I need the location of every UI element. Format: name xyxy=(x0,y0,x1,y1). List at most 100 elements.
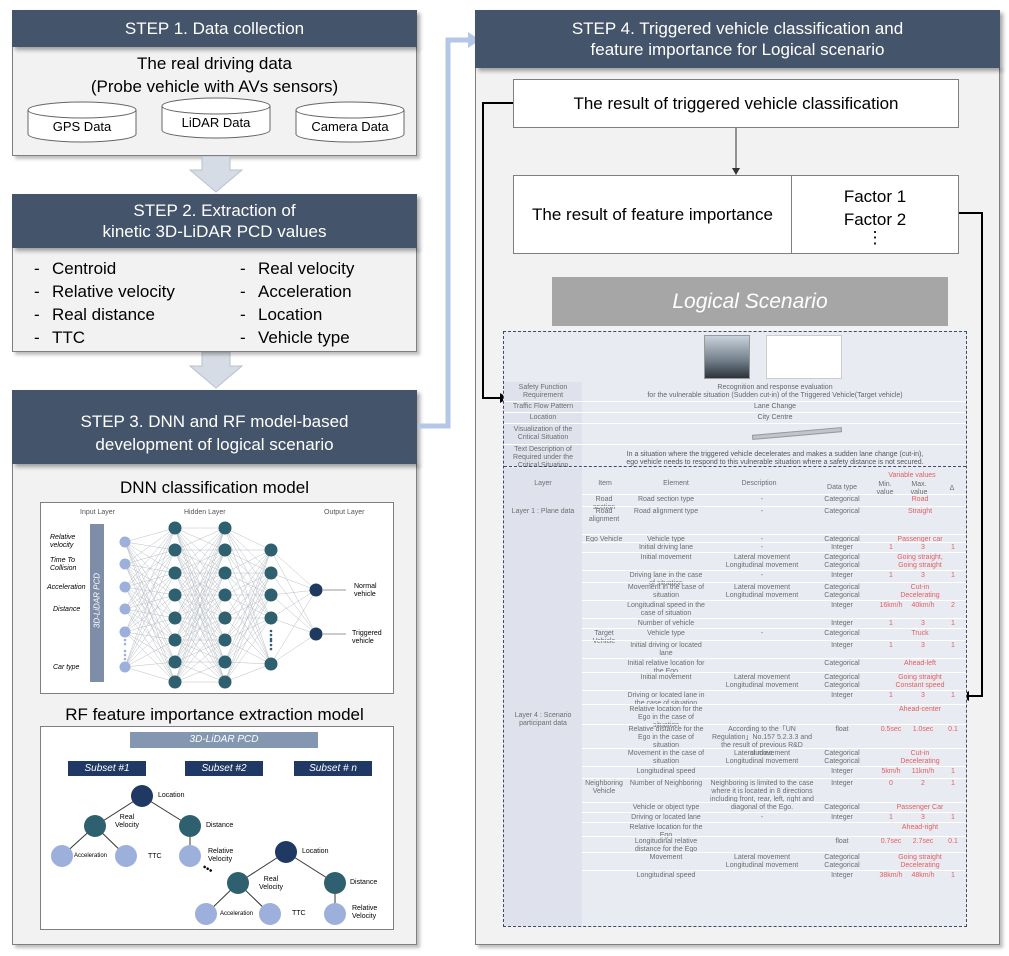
row-element: Initial driving or located lane xyxy=(630,642,702,657)
dnn-connection xyxy=(174,527,226,596)
logical-scenario-banner: Logical Scenario xyxy=(552,277,948,326)
dnn-connection xyxy=(124,572,176,668)
dnn-connection xyxy=(174,594,226,683)
factor-more: ⋮ xyxy=(866,227,884,247)
scenario-image-left xyxy=(704,335,750,379)
dnn-node xyxy=(218,611,232,625)
row-element: Number of Neighboring xyxy=(629,780,703,787)
row-max: 2 xyxy=(921,780,925,787)
row-element: Road section type xyxy=(637,496,695,503)
dnn-node xyxy=(119,626,131,638)
dnn-input-ttc: Time To Collision xyxy=(50,557,77,572)
row-data-type: Integer xyxy=(831,544,853,551)
dnn-connection xyxy=(124,631,176,683)
step2-dash: - xyxy=(240,282,246,301)
step4-header: STEP 4. Triggered vehicle classification… xyxy=(475,10,1000,68)
gps-data-label: GPS Data xyxy=(52,119,112,134)
down-arrow-2 xyxy=(188,352,244,389)
dnn-connection xyxy=(124,631,176,663)
dnn-node xyxy=(119,558,131,570)
row-element: Initial movement xyxy=(640,554,692,561)
dnn-connection xyxy=(124,527,176,565)
dnn-ellipsis-dot xyxy=(269,629,273,633)
row-description: - xyxy=(760,814,764,821)
dnn-connection xyxy=(270,549,317,635)
step1-cylinders xyxy=(27,97,405,143)
step1-line2: (Probe vehicle with AVs sensors) xyxy=(90,77,339,96)
dnn-node xyxy=(218,675,232,689)
step2-item-centroid: Centroid xyxy=(52,259,117,278)
row-description: - xyxy=(760,496,764,503)
dnn-connection xyxy=(224,617,272,663)
rf-tree1-location: Location xyxy=(158,792,185,799)
row-min: 1 xyxy=(889,642,893,649)
step2-title-line2: kinetic 3D-LiDAR PCD values xyxy=(102,222,327,241)
col-data-type: Data type xyxy=(827,484,857,491)
row-min: 0.7sec xyxy=(880,838,902,845)
dnn-input-acceleration: Acceleration xyxy=(47,584,86,591)
hdr-text-value: In a situation where the triggered vehic… xyxy=(626,451,924,466)
row-min: 1 xyxy=(889,572,893,579)
gps-cylinder xyxy=(27,101,137,143)
dnn-node xyxy=(218,543,232,557)
hdr-visual-label: Visualization of the Critical Situation xyxy=(513,426,573,441)
step2-dash: - xyxy=(34,282,40,301)
step1-header: STEP 1. Data collection xyxy=(12,10,417,47)
dnn-ellipsis-dot xyxy=(123,649,127,653)
row-description: - xyxy=(760,544,764,551)
row-min: 1 xyxy=(889,544,893,551)
step4-title-line1: STEP 4. Triggered vehicle classification… xyxy=(571,19,904,38)
dnn-connection xyxy=(124,586,176,683)
dnn-node xyxy=(264,611,278,625)
row-element: Longitudinal speed xyxy=(636,872,696,879)
row-max: 3 xyxy=(921,620,925,627)
row-max: 3 xyxy=(921,642,925,649)
dnn-connection xyxy=(270,589,317,665)
dnn-node xyxy=(168,611,182,625)
dnn-title: DNN classification model xyxy=(120,478,309,497)
dnn-connection xyxy=(270,594,317,635)
result-classification-box: The result of triggered vehicle classifi… xyxy=(513,79,959,128)
dnn-ellipsis-dot xyxy=(269,633,273,637)
rf-tree1-ttc: TTC xyxy=(148,853,162,860)
dnn-node xyxy=(168,633,182,647)
dnn-connection xyxy=(174,661,226,683)
step2-item-real-distance: Real distance xyxy=(52,305,156,324)
row-description: Lateral movement Longitudinal movement xyxy=(725,674,799,689)
dnn-connection xyxy=(224,549,272,619)
dnn-connection xyxy=(124,527,176,668)
lidar-data-label: LiDAR Data xyxy=(181,115,251,130)
dnn-connection xyxy=(124,549,176,633)
step2-dash: - xyxy=(34,259,40,278)
dnn-connection xyxy=(224,549,272,574)
dnn-node xyxy=(168,588,182,602)
dnn-connection xyxy=(270,589,317,596)
row-delta: 0.1 xyxy=(948,726,958,733)
row-element: Relative location for the Ego in the cas… xyxy=(629,706,703,729)
row-item: Road section xyxy=(592,496,616,511)
row-item: Target Vehicle xyxy=(592,630,616,645)
row-min: 0.5sec xyxy=(880,726,902,733)
row-delta: 1 xyxy=(951,814,955,821)
rf-tree2-distance: Distance xyxy=(350,879,378,886)
dnn-node xyxy=(119,661,131,673)
step2-dash: - xyxy=(34,328,40,347)
factor-1: Factor 1 xyxy=(843,186,907,206)
dnn-ellipsis-dot xyxy=(123,653,127,657)
dnn-connection xyxy=(174,572,226,683)
camera-cylinder xyxy=(295,101,405,143)
row-value: Truck xyxy=(911,630,929,637)
rf-title: RF feature importance extraction model xyxy=(65,705,364,724)
row-delta: 1 xyxy=(951,620,955,627)
row-data-type: Categorical xyxy=(824,804,860,811)
dnn-connection xyxy=(224,661,272,665)
col-min: Min. value xyxy=(876,481,894,496)
row-value: Going straight, Going straight xyxy=(897,554,943,569)
dnn-network xyxy=(106,521,346,689)
col-layer: Layer xyxy=(534,480,552,487)
